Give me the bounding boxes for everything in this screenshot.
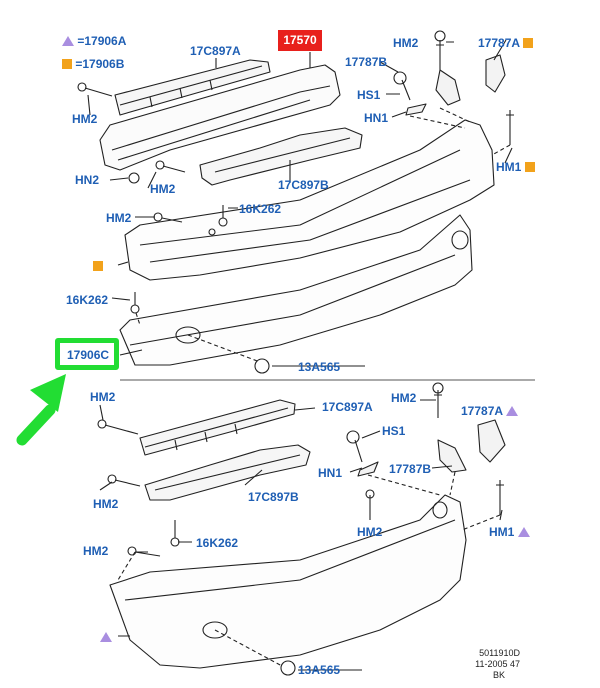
label-17787a-text: 17787A <box>478 36 520 50</box>
label-13a565[interactable]: 13A565 <box>298 663 341 677</box>
label-17c897a[interactable]: 17C897A <box>190 44 241 58</box>
label-hm2[interactable]: HM2 <box>393 36 419 50</box>
label-hn2[interactable]: HN2 <box>75 173 100 187</box>
reinforcement-beam-shape <box>99 64 341 171</box>
legend-eq: = <box>77 34 85 48</box>
label-17c897b[interactable]: 17C897B <box>248 490 299 504</box>
label-16k262[interactable]: 16K262 <box>66 293 109 307</box>
label-16k262[interactable]: 16K262 <box>196 536 239 550</box>
diagram-reference: 5011910D 11-2005 47 BK <box>470 648 520 681</box>
reference-date: 11-2005 47 <box>475 659 520 669</box>
label-hm2[interactable]: HM2 <box>150 182 176 196</box>
label-hm2[interactable]: HM2 <box>391 391 417 405</box>
square-icon <box>522 38 533 48</box>
legend-eq: = <box>75 57 83 71</box>
legend-square: =17906B <box>62 57 124 71</box>
triangle-icon <box>505 406 518 416</box>
label-hm1[interactable]: HM1 <box>496 160 535 174</box>
label-hm1[interactable]: HM1 <box>489 525 530 539</box>
label-hm2[interactable]: HM2 <box>93 497 119 511</box>
triangle-icon <box>517 527 530 537</box>
label-17787b[interactable]: 17787B <box>345 55 388 69</box>
label-16k262[interactable]: 16K262 <box>239 202 282 216</box>
label-17787a-text: 17787A <box>461 404 503 418</box>
bumper-cover-lower-shape <box>119 214 473 366</box>
part-17906c-highlight[interactable] <box>55 338 119 370</box>
legend-square-code: 17906B <box>82 57 125 71</box>
label-triangle-marker[interactable] <box>100 630 112 644</box>
label-hm1-text: HM1 <box>489 525 515 539</box>
label-17906c[interactable]: 17906C <box>67 348 110 362</box>
label-square-marker[interactable] <box>93 259 103 273</box>
square-icon <box>62 59 72 69</box>
legend-triangle-code: 17906A <box>84 34 127 48</box>
reference-code: 5011910D <box>479 648 520 658</box>
square-icon <box>524 162 535 172</box>
part-17570-highlight[interactable]: 17570 <box>278 30 322 51</box>
triangle-icon <box>100 632 112 642</box>
label-hm2[interactable]: HM2 <box>83 544 109 558</box>
label-hm2[interactable]: HM2 <box>357 525 383 539</box>
label-hs1[interactable]: HS1 <box>382 424 406 438</box>
square-icon <box>93 261 103 271</box>
label-hs1[interactable]: HS1 <box>357 88 381 102</box>
label-hn1[interactable]: HN1 <box>318 466 343 480</box>
triangle-icon <box>62 36 74 46</box>
bracket-17c897a-shape <box>114 59 271 116</box>
bracket-17c897b-shape <box>199 127 363 186</box>
bumper-cover-upper-shape <box>124 119 495 281</box>
green-arrow-shape <box>16 374 66 446</box>
label-17c897b[interactable]: 17C897B <box>278 178 329 192</box>
label-hm2[interactable]: HM2 <box>72 112 98 126</box>
legend-triangle: =17906A <box>62 34 126 48</box>
label-hm2[interactable]: HM2 <box>90 390 116 404</box>
label-17c897a[interactable]: 17C897A <box>322 400 373 414</box>
label-hm1-text: HM1 <box>496 160 522 174</box>
label-13a565[interactable]: 13A565 <box>298 360 341 374</box>
label-17787a[interactable]: 17787A <box>461 404 518 418</box>
label-17787b[interactable]: 17787B <box>389 462 432 476</box>
label-17787a[interactable]: 17787A <box>478 36 533 50</box>
label-hn1[interactable]: HN1 <box>364 111 389 125</box>
reference-suffix: BK <box>492 670 505 680</box>
label-hm2[interactable]: HM2 <box>106 211 132 225</box>
